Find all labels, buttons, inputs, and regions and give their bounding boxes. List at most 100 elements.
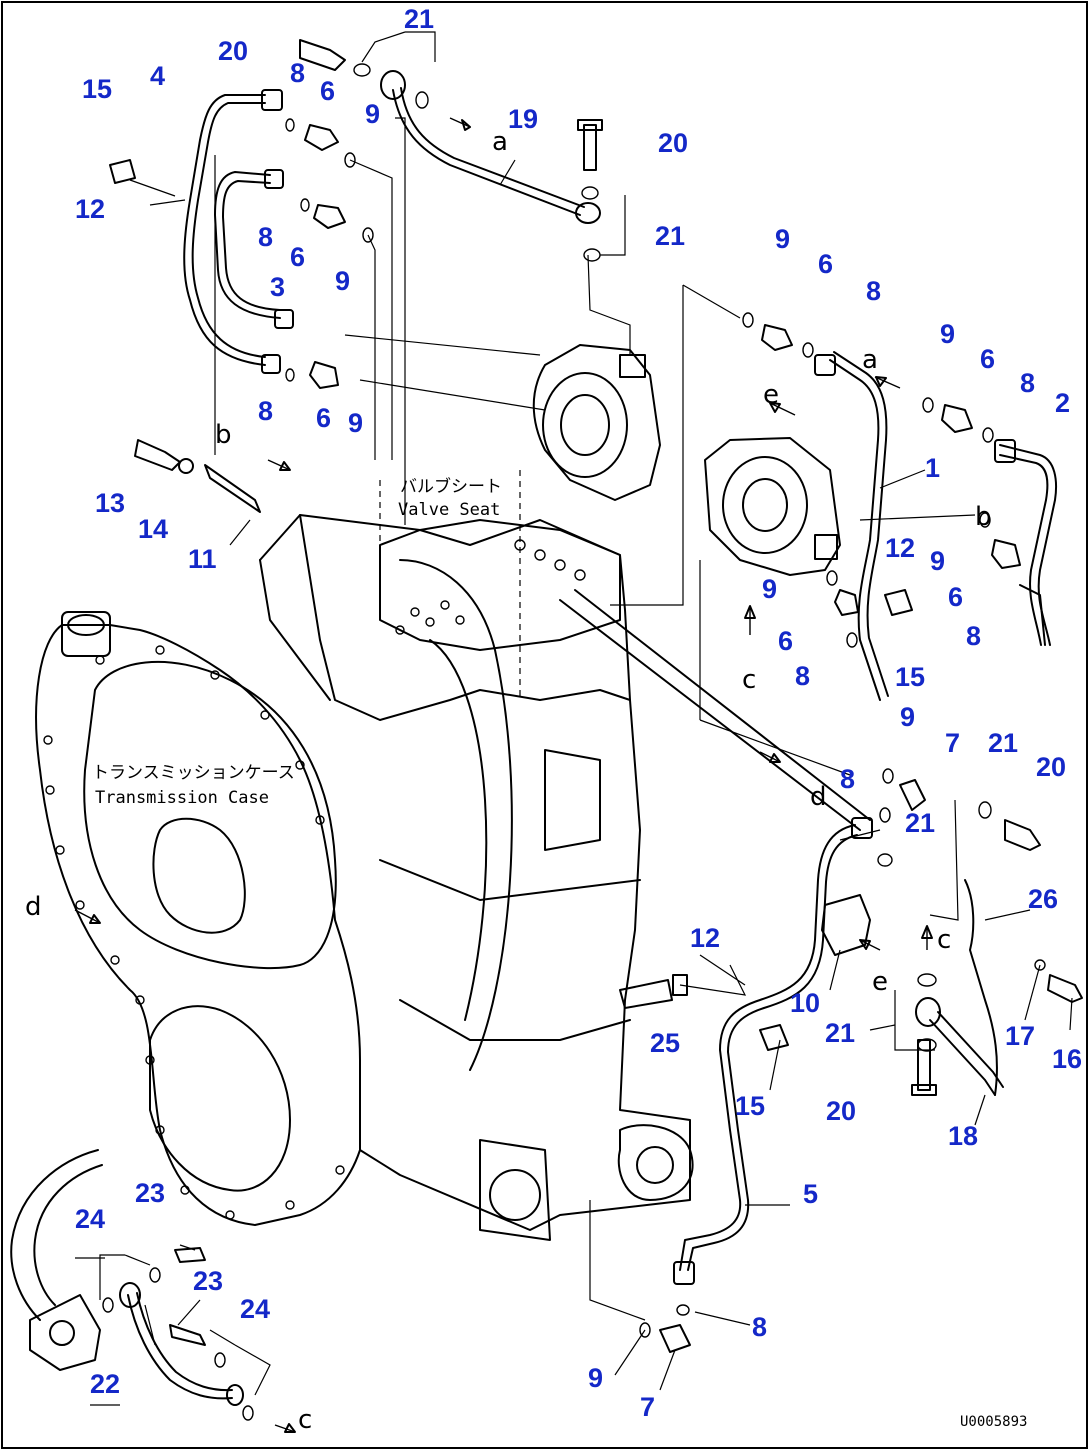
bolt-15-right	[884, 589, 913, 616]
valve-seat-block	[379, 519, 621, 651]
callout-6-a: 6	[320, 76, 335, 106]
callout-21-c: 21	[988, 728, 1018, 758]
pipe-19	[392, 89, 581, 216]
transmission-case-label-ja: トランスミッションケース	[92, 763, 295, 783]
right-cover-boss	[814, 534, 838, 560]
tee-7-upper	[899, 779, 926, 811]
ref-letter-a2: a	[492, 127, 508, 157]
callout-6-e: 6	[316, 403, 331, 433]
callout-15-c: 15	[735, 1091, 765, 1121]
callout-21-b: 21	[655, 221, 685, 251]
output-flange	[617, 1124, 694, 1201]
bolt-15-upper	[109, 159, 136, 184]
pipe-3-edge	[222, 180, 281, 311]
right-cover-bore	[722, 456, 808, 554]
pipe-11	[204, 464, 261, 513]
callout-20-d: 20	[826, 1096, 856, 1126]
valve-seat-label-ja: バルブシート	[400, 476, 502, 497]
pipe-1-fitting	[814, 354, 836, 376]
callout-8-h: 8	[840, 764, 855, 794]
tee-7-lower	[659, 1324, 691, 1353]
callout-18: 18	[948, 1121, 978, 1151]
pipe-18-edge	[937, 1011, 1004, 1088]
pipe-22-eye	[119, 1282, 141, 1308]
transmission-case	[35, 514, 871, 1241]
callout-3: 3	[270, 272, 285, 302]
output-bore	[636, 1146, 674, 1184]
bolt-20-upper	[583, 124, 597, 171]
pipe-19-eye-lower	[575, 202, 601, 224]
ref-letter-c: c	[742, 665, 756, 695]
hose-flange	[29, 1294, 101, 1371]
transmission-case-label-en: Transmission Case	[95, 788, 269, 808]
bolt-20-top	[299, 39, 346, 71]
callout-12-c: 12	[690, 923, 720, 953]
ref-letter-c2: c	[937, 925, 951, 955]
pipe-5-fitting	[851, 817, 873, 839]
pipe-18-upper	[964, 879, 998, 1096]
pipe-4-edge	[191, 102, 266, 358]
callout-9-i: 9	[588, 1363, 603, 1393]
elbow-6-b	[313, 204, 346, 229]
elbow-6-d	[761, 324, 793, 351]
housing-lower-line	[399, 999, 631, 1041]
upper-cover-outline	[532, 344, 661, 501]
right-cover-outline	[704, 437, 841, 576]
callout-9-e: 9	[348, 408, 363, 438]
callout-6-g: 6	[778, 626, 793, 656]
callout-8-b: 8	[258, 222, 273, 252]
bolt-20-lower-head	[911, 1084, 937, 1096]
valve-seat-holes	[395, 539, 586, 635]
housing-panel	[544, 749, 601, 851]
pipe-3	[214, 171, 281, 319]
flange-boss	[61, 611, 111, 657]
callout-10: 10	[790, 988, 820, 1018]
pipe-22-eye-lower	[226, 1384, 244, 1406]
callout-8-i: 8	[752, 1312, 767, 1342]
callout-9-c: 9	[335, 266, 350, 296]
callout-9-g: 9	[762, 574, 777, 604]
pipe-4-lower-fitting	[261, 354, 281, 374]
pipe-19-eye	[380, 70, 406, 100]
leader-lines	[75, 31, 1073, 1406]
callout-11: 11	[188, 544, 217, 574]
callout-16: 16	[1052, 1044, 1082, 1074]
callout-12-b: 12	[885, 533, 915, 563]
lower-port-block	[479, 1139, 551, 1241]
flange-bolt-holes	[43, 645, 345, 1220]
pipe-2-fitting	[994, 439, 1016, 463]
housing-rib-1	[399, 559, 513, 1071]
callout-7-b: 7	[640, 1392, 655, 1422]
annotations: バルブシート Valve Seat トランスミッションケース Transmiss…	[92, 476, 502, 808]
flange-boss-hole	[67, 614, 105, 636]
callout-6-b: 6	[290, 242, 305, 272]
cross-rod-edge	[574, 589, 871, 821]
callout-25: 25	[650, 1028, 680, 1058]
callout-8-g: 8	[795, 661, 810, 691]
callout-24-a: 24	[75, 1204, 105, 1234]
callout-22: 22	[90, 1369, 120, 1399]
callout-12-a: 12	[75, 194, 105, 224]
pipe-5	[679, 824, 856, 1271]
housing-rib-2	[429, 639, 488, 1021]
upper-cover-bore-inner	[560, 394, 610, 456]
washer-14	[178, 458, 194, 474]
elbow-6-a	[304, 124, 339, 151]
callout-15-a: 15	[82, 74, 112, 104]
bolt-23-lower	[169, 1324, 206, 1346]
upper-cover-boss	[619, 354, 646, 378]
callout-1: 1	[925, 453, 940, 483]
o-rings	[102, 63, 994, 1421]
pipe-1-edge	[833, 351, 889, 697]
callout-19: 19	[508, 104, 538, 134]
callout-6-c: 6	[818, 249, 833, 279]
right-cover	[704, 437, 841, 576]
bolt-13	[134, 439, 181, 471]
pipe-2-edge	[999, 454, 1049, 646]
pipe-4-fitting	[261, 89, 283, 111]
part-callouts: 21 20 8 4 15 6 9 19 20 12 21 8 9 6 6 9 3…	[75, 4, 1082, 1422]
callout-2: 2	[1055, 388, 1070, 418]
ref-letter-b2: b	[975, 502, 992, 532]
bolt-25	[619, 979, 673, 1009]
